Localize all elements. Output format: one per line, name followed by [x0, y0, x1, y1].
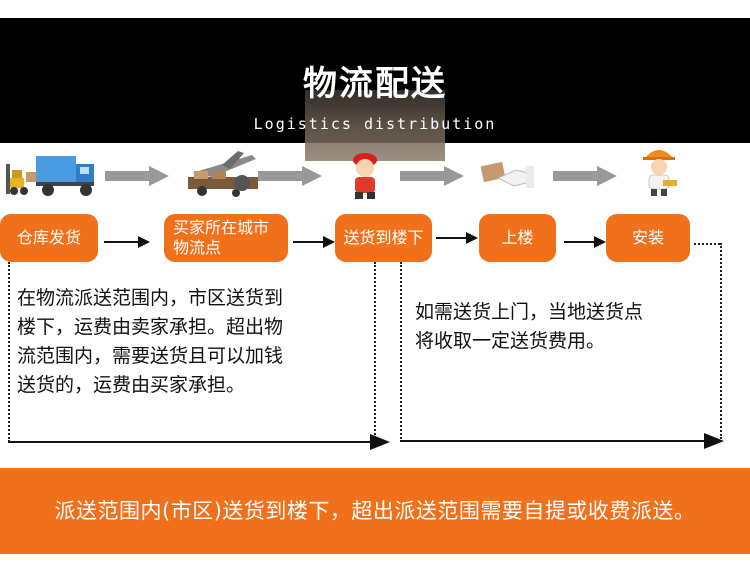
step-buyer-city-station: 买家所在城市 物流点 [164, 214, 288, 262]
dotted-guide-line [8, 262, 10, 442]
scope-arrow-right [400, 433, 724, 449]
page-title: 物流配送 [303, 64, 447, 104]
flow-arrow-gray [258, 166, 322, 186]
dotted-guide-line [374, 262, 376, 442]
note-line: 楼下，运费由卖家承担。超出物 [17, 316, 284, 338]
dotted-guide-line [694, 243, 720, 245]
installer-worker-icon [643, 150, 677, 196]
banner-text: 派送范围内(市区)送货到楼下，超出派送范围需要自提或收费派送。 [54, 499, 696, 523]
header-banner: 物流配送 Logistics distribution [0, 18, 750, 161]
step-label: 仓库发货 [16, 228, 81, 247]
note-line: 在物流派送范围内，市区送货到 [17, 287, 284, 309]
note-line: 如需送货上门，当地送货点 [415, 301, 644, 323]
forklift-truck-icon [6, 156, 94, 196]
flow-arrow-black [293, 236, 335, 248]
note-line: 送货的，运费由买家承担。 [17, 374, 246, 396]
scope-arrow-left [8, 434, 390, 450]
delivery-policy-banner: 派送范围内(市区)送货到楼下，超出派送范围需要自提或收费派送。 [0, 468, 750, 554]
handshake-icon [480, 161, 534, 188]
cargo-plane-ship-icon [188, 151, 258, 197]
step-label: 上楼 [501, 228, 534, 247]
step-label: 买家所在城市 [173, 218, 270, 237]
step-warehouse-ship: 仓库发货 [0, 214, 98, 262]
page-subtitle: Logistics distribution [253, 115, 497, 133]
step-label: 送货到楼下 [343, 228, 424, 247]
flow-arrow-gray [105, 166, 169, 186]
flow-arrow-gray [553, 166, 617, 186]
dotted-guide-line [400, 262, 402, 442]
step-label: 物流点 [173, 238, 222, 257]
flow-arrow-black [436, 232, 478, 244]
step-label: 安装 [631, 228, 664, 247]
note-right: 如需送货上门，当地送货点 将收取一定送货费用。 [415, 298, 715, 356]
flow-arrow-gray [400, 166, 464, 186]
note-line: 流范围内，需要送货且可以加钱 [17, 345, 284, 367]
step-deliver-downstairs: 送货到楼下 [335, 214, 432, 262]
delivery-man-icon [353, 153, 377, 199]
step-upstairs: 上楼 [479, 214, 556, 262]
flow-arrow-black [104, 236, 150, 248]
cardboard-box-image [305, 90, 445, 161]
dotted-guide-line [720, 243, 722, 439]
note-left: 在物流派送范围内，市区送货到 楼下，运费由卖家承担。超出物 流范围内，需要送货且… [17, 284, 372, 400]
note-line: 将收取一定送货费用。 [415, 330, 606, 352]
step-install: 安装 [606, 214, 690, 262]
flow-arrow-black [564, 236, 606, 248]
